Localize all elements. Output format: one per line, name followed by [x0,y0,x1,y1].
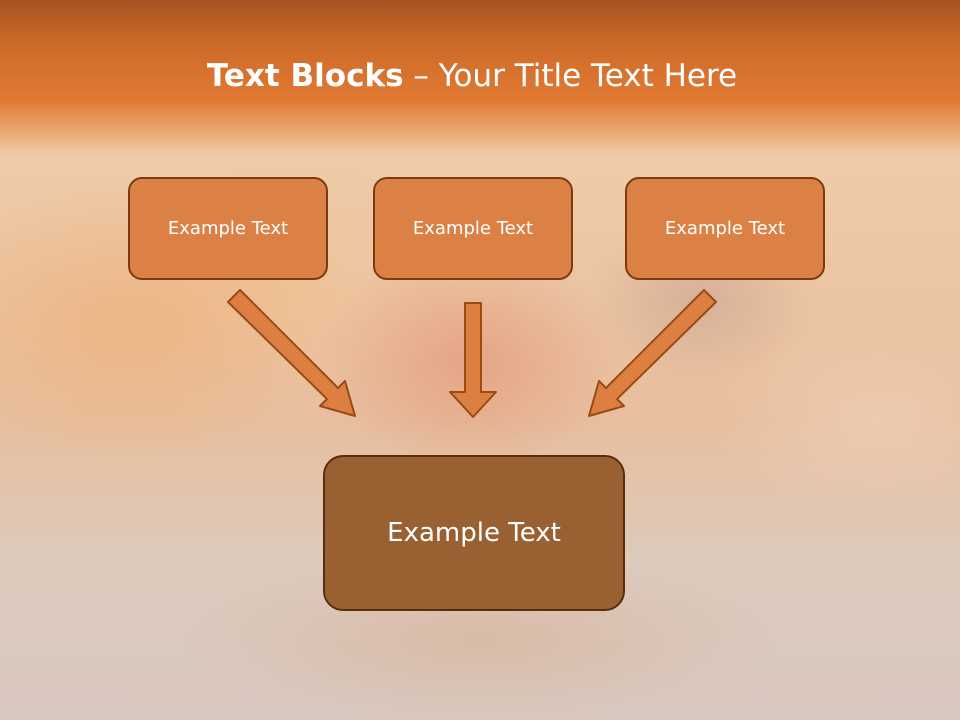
text-block-2-label: Example Text [412,218,534,239]
text-block-3[interactable]: Example Text [625,177,825,280]
text-block-3-label: Example Text [664,218,786,239]
main-text-block-label: Example Text [387,518,561,548]
arrow-center [449,302,497,418]
slide-title: Text Blocks – Your Title Text Here [0,56,944,96]
title-bold: Text Blocks [206,58,404,94]
arrow-right [588,289,717,417]
arrow-left [227,289,356,417]
text-block-1-label: Example Text [167,218,289,239]
title-rest: – Your Title Text Here [403,58,738,94]
main-text-block[interactable]: Example Text [323,455,625,611]
text-block-1[interactable]: Example Text [128,177,328,280]
text-block-2[interactable]: Example Text [373,177,573,280]
header-band [0,0,960,155]
